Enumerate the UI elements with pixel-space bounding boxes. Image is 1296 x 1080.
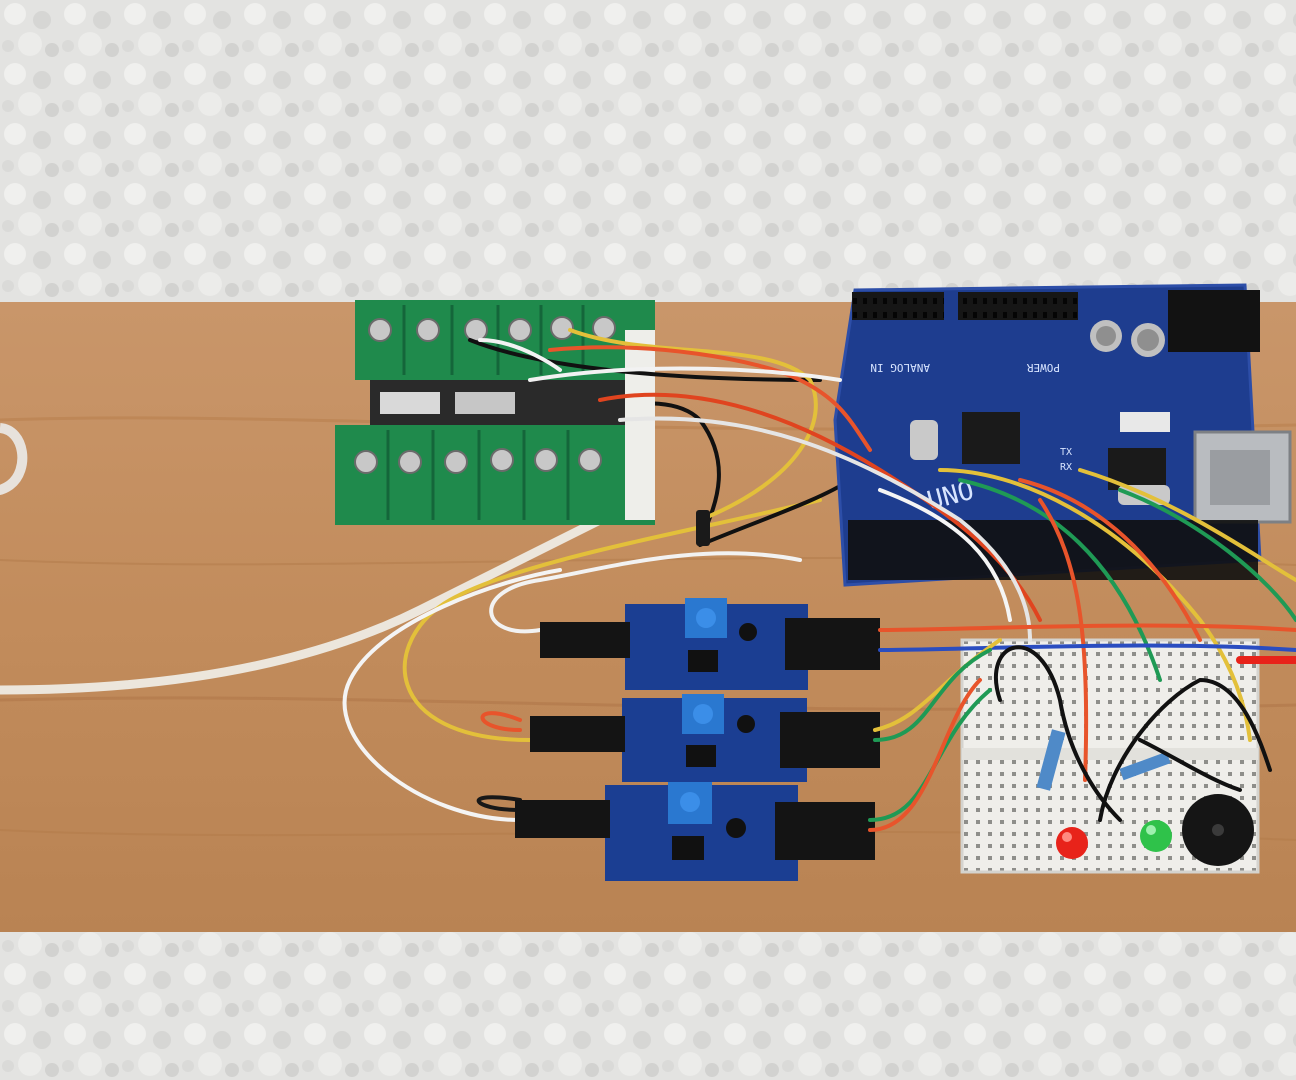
buzzer-icon bbox=[1182, 794, 1254, 866]
resistor bbox=[1036, 729, 1171, 791]
mini-breadboard bbox=[960, 638, 1260, 874]
red-led-icon bbox=[1056, 827, 1088, 859]
capacitor-1 bbox=[1090, 320, 1122, 352]
sensor-module-3 bbox=[515, 782, 875, 881]
zip-tie bbox=[696, 510, 710, 546]
analog-in-label: ANALOG IN bbox=[870, 361, 930, 374]
power-label: POWER bbox=[1027, 361, 1060, 374]
sensor-module-2 bbox=[530, 694, 880, 782]
green-led-icon bbox=[1140, 820, 1172, 852]
tx-label: TX bbox=[1060, 447, 1072, 458]
jumper-wires bbox=[468, 328, 1296, 832]
loose-cable-end bbox=[0, 423, 28, 495]
terminal-block bbox=[335, 300, 655, 525]
sensor-module-1 bbox=[540, 598, 880, 690]
rx-label: RX bbox=[1060, 462, 1072, 473]
capacitor-2 bbox=[1131, 323, 1165, 357]
